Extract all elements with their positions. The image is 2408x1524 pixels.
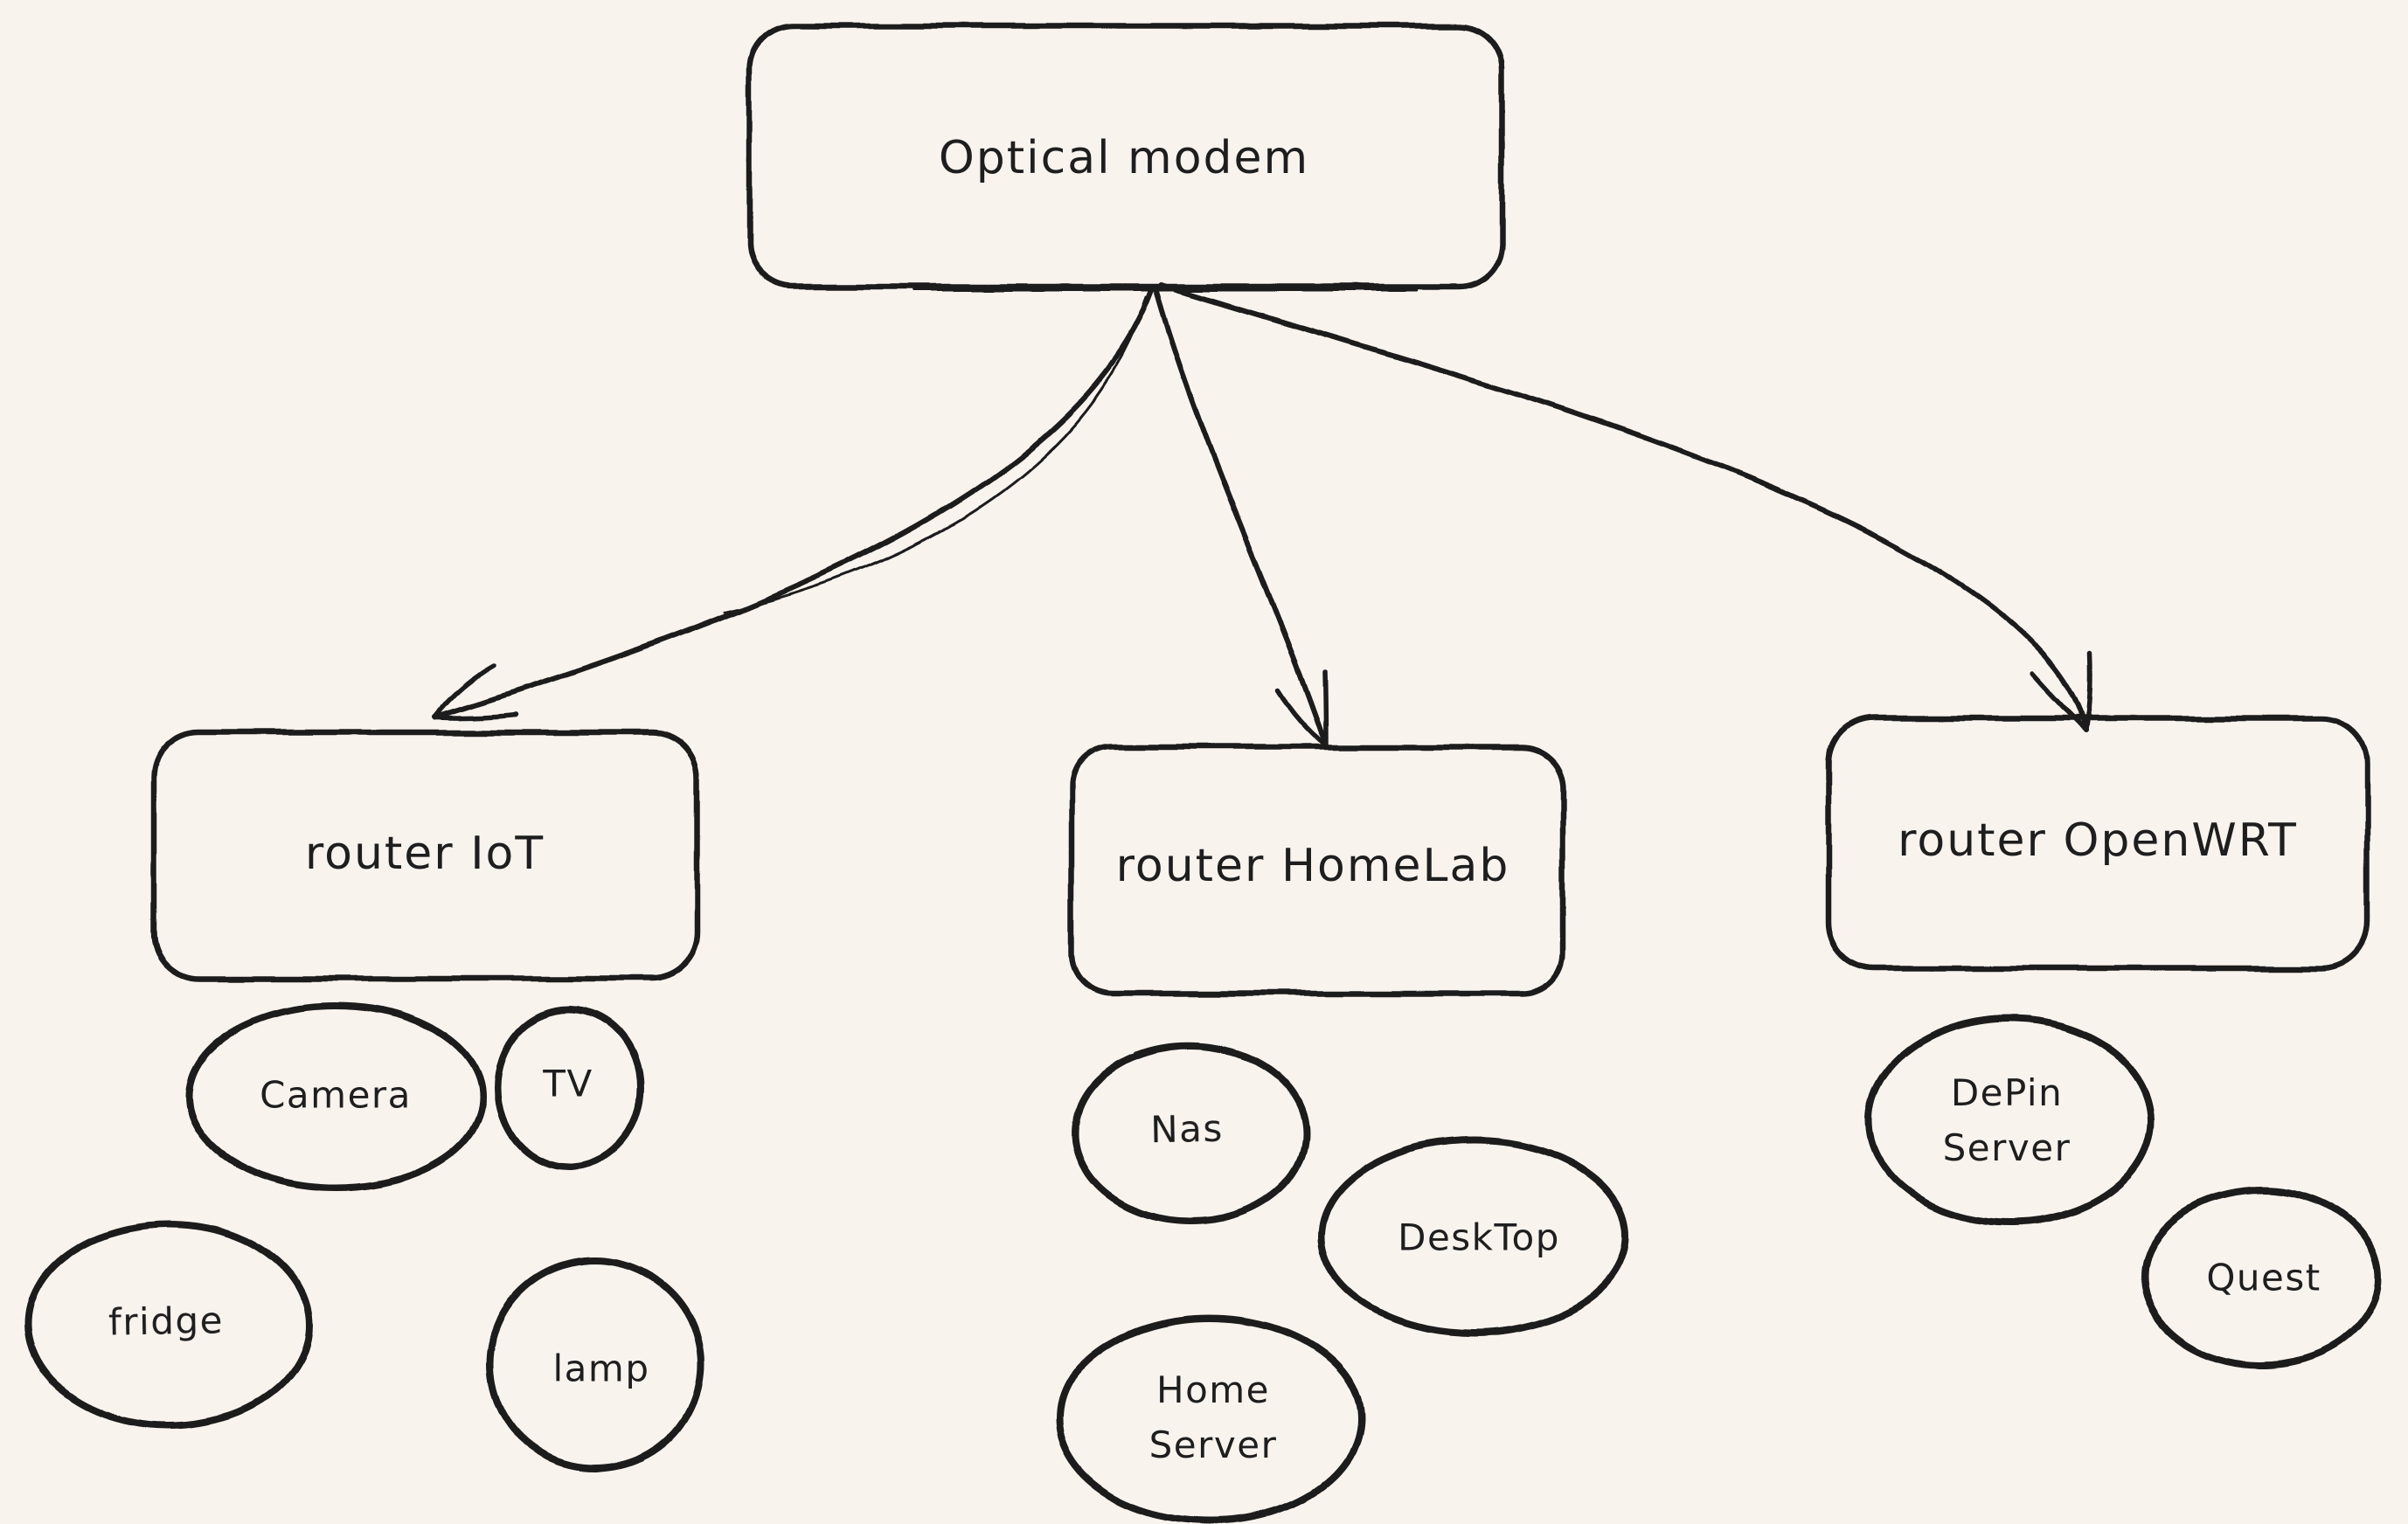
- device-depin-server-ellipse[interactable]: [1865, 1015, 2155, 1226]
- device-lamp-label: lamp: [552, 1347, 650, 1390]
- router-openwrt-box[interactable]: [1825, 715, 2370, 972]
- modem-box[interactable]: [746, 23, 1505, 290]
- device-desktop-ellipse[interactable]: [1318, 1137, 1629, 1336]
- device-camera-label: Camera: [260, 1073, 412, 1117]
- arrowhead-openwrt: [2030, 650, 2093, 733]
- router-iot-label: router IoT: [304, 828, 545, 880]
- modem-label: Optical modem: [938, 132, 1310, 184]
- router-homelab-label: router HomeLab: [1115, 840, 1510, 892]
- arrow-modem-to-iot[interactable]: [432, 287, 1155, 720]
- modem-box-sketch-overlap: [751, 30, 1501, 292]
- device-home-server-ellipse[interactable]: [1056, 1314, 1364, 1524]
- device-tv-label: TV: [543, 1062, 593, 1105]
- router-homelab-box[interactable]: [1068, 744, 1566, 997]
- arrow-modem-to-homelab[interactable]: [1153, 284, 1329, 748]
- device-fridge-ellipse[interactable]: [24, 1221, 313, 1429]
- router-iot-box[interactable]: [150, 729, 701, 982]
- device-desktop-label: DeskTop: [1398, 1216, 1560, 1259]
- arrow-modem-to-iot-double-stroke: [724, 295, 1148, 613]
- device-quest-ellipse[interactable]: [2141, 1187, 2382, 1368]
- device-depin-server-label: DePin Server: [1942, 1071, 2071, 1169]
- device-fridge-label: fridge: [108, 1299, 225, 1344]
- device-nas-label: Nas: [1149, 1106, 1225, 1152]
- arrowhead-homelab: [1275, 668, 1329, 748]
- device-home-server-label: Home Server: [1148, 1368, 1278, 1466]
- arrowhead-iot: [432, 662, 518, 721]
- device-nas-ellipse-overlap: [1071, 1042, 1310, 1225]
- arrow-modem-to-openwrt[interactable]: [1158, 282, 2089, 733]
- device-lamp-ellipse[interactable]: [486, 1257, 704, 1472]
- router-openwrt-label: router OpenWRT: [1898, 814, 2298, 867]
- device-tv-ellipse[interactable]: [494, 1006, 644, 1170]
- device-quest-label: Quest: [2206, 1256, 2321, 1299]
- device-camera-ellipse[interactable]: [185, 1002, 486, 1191]
